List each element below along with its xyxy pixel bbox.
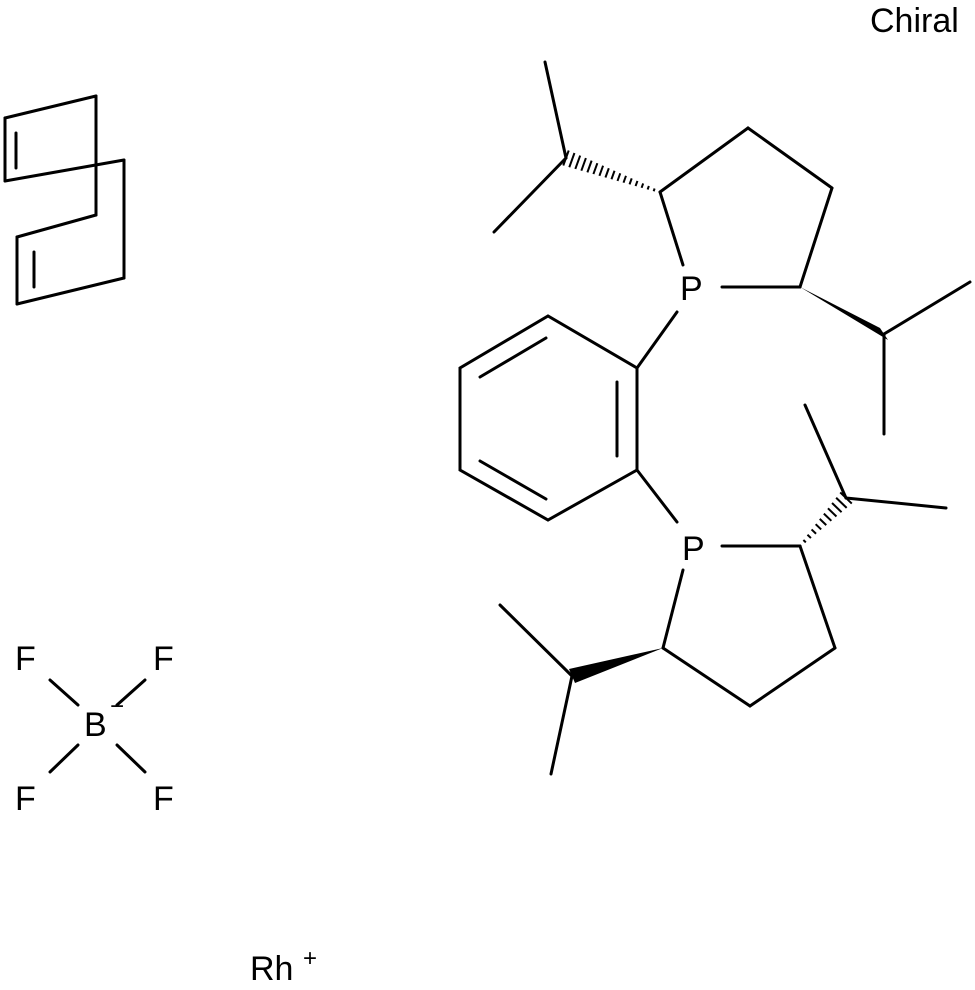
bold-wedge (800, 287, 888, 340)
hash-line (574, 155, 582, 170)
hash-line (634, 180, 639, 187)
hash-line (568, 152, 576, 168)
phosphorus-atom-bottom: P (682, 530, 705, 568)
hash-line (802, 539, 807, 544)
hash-line (831, 502, 843, 513)
fluorine-atom: F (153, 640, 174, 678)
upper-phospholane (492, 60, 972, 436)
boron-charge: − (110, 693, 124, 720)
boron-atom: B (84, 706, 107, 744)
hash-line (814, 523, 822, 531)
hash-line (622, 175, 627, 183)
hash-line (604, 167, 610, 178)
hash-line (819, 518, 827, 526)
hash-line (592, 162, 599, 175)
phosphorus-atom-top: P (680, 270, 703, 308)
bold-wedge (569, 648, 663, 683)
hash-line (580, 157, 587, 172)
hash-line (586, 160, 593, 173)
hash-line (646, 185, 650, 190)
rhodium-charge: + (303, 945, 317, 972)
hash-line (598, 165, 605, 177)
hash-line (652, 188, 656, 192)
hash-line (616, 172, 622, 182)
hashed-wedge (562, 150, 662, 194)
hash-line (835, 497, 848, 509)
hash-line (806, 534, 812, 539)
hash-line (810, 528, 817, 535)
chiral-label: Chiral (870, 2, 959, 40)
benzene-ring (458, 310, 679, 524)
hash-line (640, 183, 645, 189)
hash-line (827, 507, 838, 518)
fluorine-atom: F (15, 640, 36, 678)
cyclooctadiene (3, 94, 126, 306)
hash-line (798, 544, 802, 548)
hash-line (628, 178, 633, 185)
fluorine-atom: F (15, 780, 36, 818)
hash-line (823, 512, 833, 522)
lower-phospholane (498, 403, 948, 776)
rhodium-ion: Rh (250, 950, 293, 988)
tetrafluoroborate: B − F F F F (15, 640, 174, 818)
hash-line (658, 190, 662, 194)
hash-line (610, 170, 616, 180)
hashed-wedge (798, 491, 853, 548)
fluorine-atom: F (153, 780, 174, 818)
